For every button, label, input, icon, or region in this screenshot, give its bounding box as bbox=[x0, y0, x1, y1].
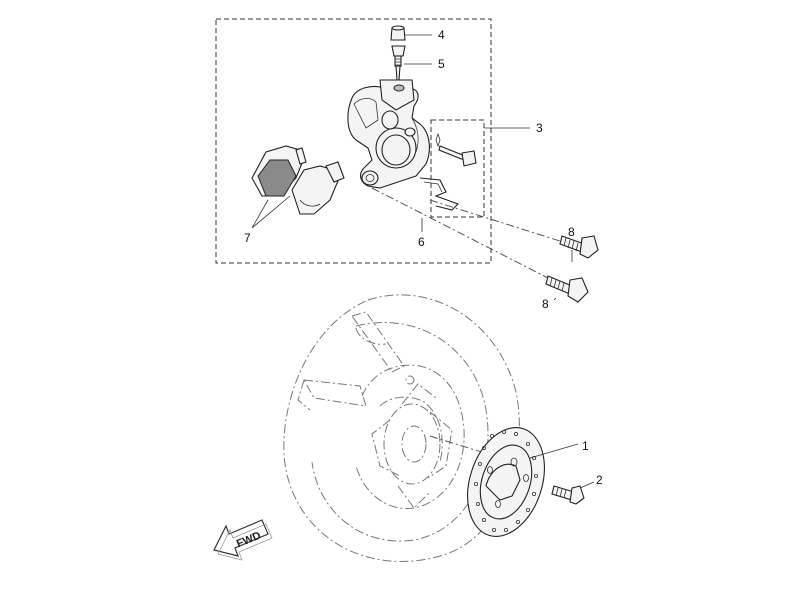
pin-kit-box bbox=[430, 119, 485, 218]
caliper-assembly-box bbox=[215, 18, 492, 264]
bleeder-screw[interactable] bbox=[391, 45, 406, 81]
bleeder-cap[interactable] bbox=[390, 25, 406, 41]
callout-3: 3 bbox=[536, 121, 543, 135]
callout-7: 7 bbox=[244, 231, 251, 245]
centerline-lower bbox=[371, 187, 549, 279]
pad-spring[interactable] bbox=[419, 177, 459, 211]
callout-1: 1 bbox=[582, 439, 589, 453]
callout-2: 2 bbox=[596, 473, 603, 487]
callout-5: 5 bbox=[438, 57, 445, 71]
callout-8-upper: 8 bbox=[568, 225, 575, 239]
axle-centerline bbox=[429, 435, 515, 463]
callout-8-lower: 8 bbox=[542, 297, 549, 311]
brake-disc[interactable] bbox=[454, 418, 557, 547]
callout-4: 4 bbox=[438, 28, 445, 42]
leader-8b bbox=[553, 297, 557, 301]
caliper-bolt-lower[interactable] bbox=[545, 275, 589, 303]
caliper-bolt-upper[interactable] bbox=[559, 235, 599, 259]
leader-2 bbox=[579, 481, 595, 489]
leader-7 bbox=[251, 195, 291, 229]
brake-pad-set[interactable] bbox=[251, 145, 345, 215]
fwd-arrow-icon: FWD bbox=[213, 519, 273, 561]
slide-pin[interactable] bbox=[435, 132, 477, 167]
leader-1 bbox=[529, 443, 579, 459]
centerline-upper bbox=[429, 199, 564, 243]
disc-bolt[interactable] bbox=[551, 485, 585, 505]
callout-6: 6 bbox=[418, 235, 425, 249]
wheel-tire-phantom bbox=[283, 294, 520, 562]
brake-caliper[interactable] bbox=[347, 79, 430, 189]
